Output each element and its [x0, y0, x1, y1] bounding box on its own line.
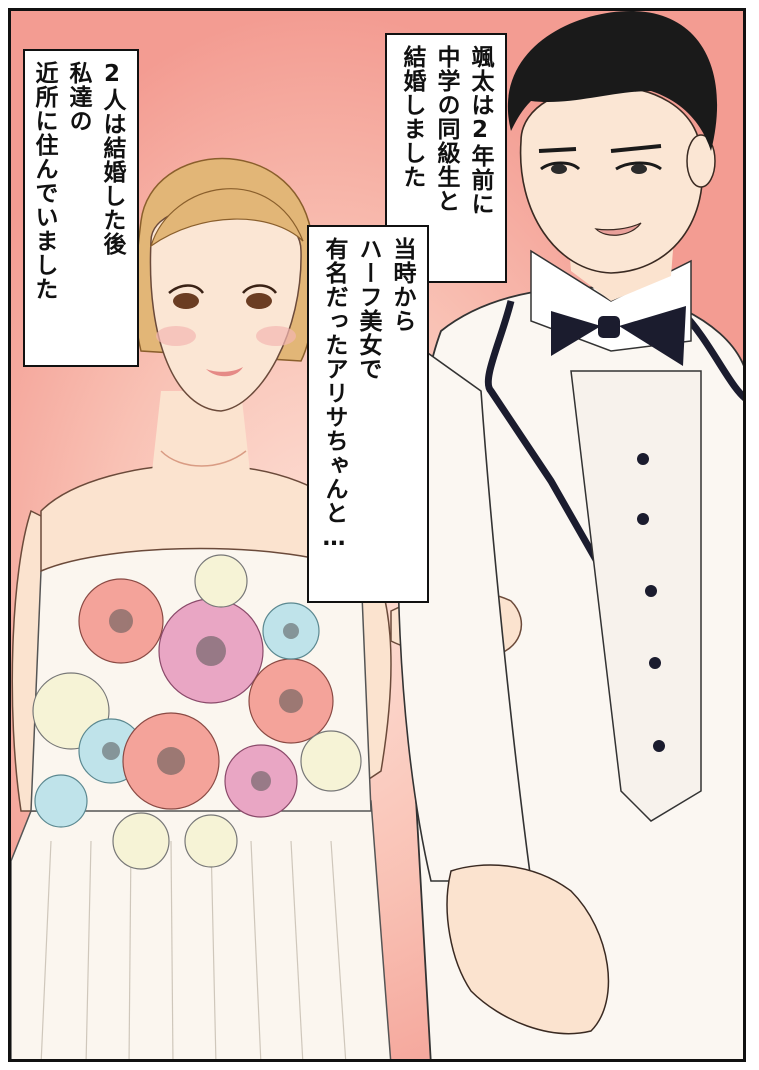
illustration: [11, 11, 743, 1059]
groom-hair: [507, 11, 718, 151]
bride-neck: [151, 391, 251, 481]
groom-right-eye: [615, 161, 662, 171]
vest-button: [653, 740, 665, 752]
bride-lips: [206, 367, 243, 377]
groom-mouth: [594, 222, 642, 236]
groom-left-eye: [540, 161, 581, 171]
bride-right-eye: [246, 293, 272, 309]
bouquet: [32, 554, 362, 870]
caption-left: 2人は結婚した後 私達の 近所に住んでいました: [23, 49, 139, 367]
vest-button: [649, 657, 661, 669]
caption-top-right-line-2: 中学の同級生と: [433, 45, 459, 213]
bride-left-eye: [173, 293, 199, 309]
caption-left-line-3: 近所に住んでいました: [31, 61, 57, 301]
vest-button: [637, 513, 649, 525]
caption-left-line-2: 私達の: [65, 61, 91, 133]
caption-left-line-1: 2人は結婚した後: [99, 61, 125, 256]
groom-lapel-left: [484, 300, 645, 633]
bow-tie: [551, 306, 686, 366]
caption-middle-line-1: 当時から: [389, 237, 415, 333]
caption-top-right-line-1: 颯太は2年前に: [467, 45, 493, 216]
vest-button: [637, 453, 649, 465]
caption-middle-line-2: ハーフ美女で: [355, 237, 381, 381]
caption-middle: 当時から ハーフ美女で 有名だったアリサちゃんと…: [307, 225, 429, 603]
vest-button: [645, 585, 657, 597]
caption-middle-line-3: 有名だったアリサちゃんと…: [321, 237, 347, 552]
groom-hand: [446, 864, 610, 1035]
groom-vest: [570, 370, 702, 822]
groom-figure: [390, 11, 743, 1059]
caption-top-right-line-3: 結婚しました: [399, 45, 425, 189]
manga-panel: 2人は結婚した後 私達の 近所に住んでいました 颯太は2年前に 中学の同級生と …: [8, 8, 746, 1062]
